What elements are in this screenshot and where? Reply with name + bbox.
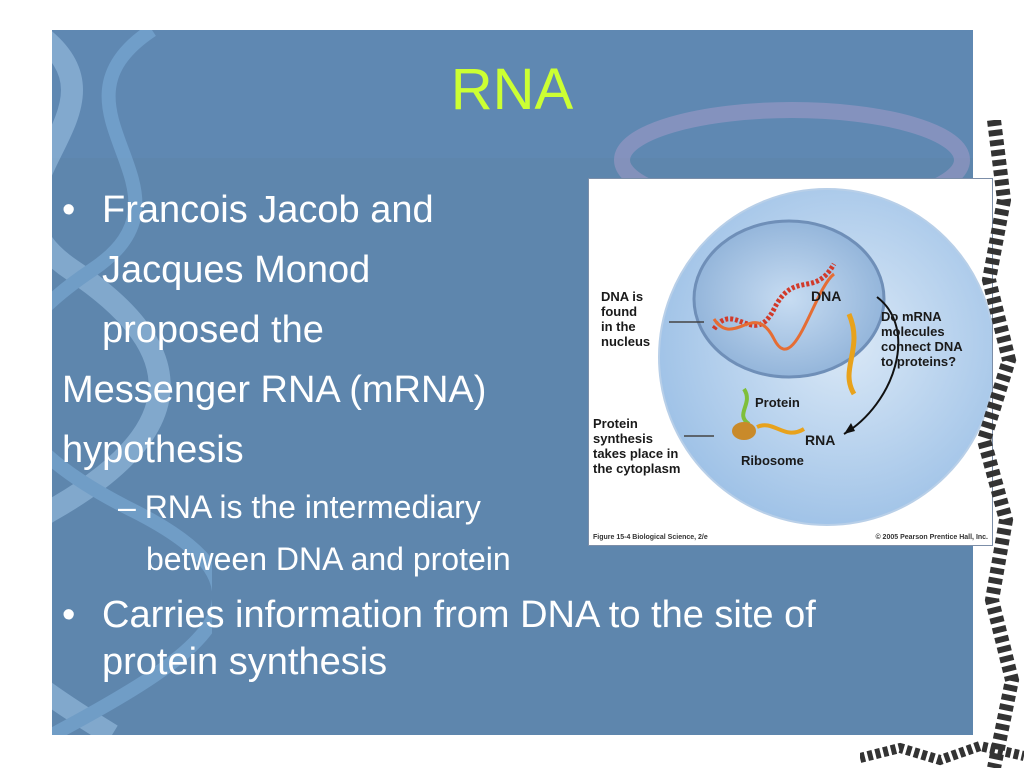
figure-caption-left: Figure 15-4 Biological Science, 2/e (593, 534, 708, 541)
dna-helix-decoration (52, 30, 212, 735)
bullet-text: Messenger RNA (mRNA) (62, 369, 487, 411)
grunge-corner-decoration (860, 740, 1024, 766)
title-band (52, 30, 973, 158)
label-rna: RNA (805, 432, 836, 448)
figure-caption-right: © 2005 Pearson Prentice Hall, Inc. (875, 534, 988, 541)
label-dna-found: DNA is found in the nucleus (601, 289, 651, 349)
label-ribosome: Ribosome (741, 453, 804, 468)
cell-diagram (658, 188, 992, 526)
label-protein: Protein (755, 395, 800, 410)
bullet-text: Carries information from DNA to the site… (102, 594, 816, 636)
bullet-text: Jacques Monod (102, 249, 371, 291)
bullet-text: proposed the (102, 309, 324, 351)
label-protein-synthesis: Protein synthesis takes place in the cyt… (593, 416, 681, 476)
label-mrna-question: Do mRNA molecules connect DNA to protein… (881, 309, 963, 369)
bullet-text: protein synthesis (102, 641, 388, 683)
sub-bullet-text: between DNA and protein (146, 541, 511, 577)
bullet-marker: • (62, 594, 76, 636)
bullet-text: hypothesis (62, 429, 244, 471)
sub-bullet-text: – RNA is the intermediary (118, 489, 481, 525)
bullet-text: Francois Jacob and (102, 189, 434, 231)
grunge-border-decoration (976, 120, 1020, 768)
slide-title: RNA (450, 57, 574, 122)
label-dna: DNA (811, 288, 842, 304)
cell-figure: DNA is found in the nucleus Protein synt… (588, 178, 993, 546)
bullet-marker: • (62, 189, 76, 231)
